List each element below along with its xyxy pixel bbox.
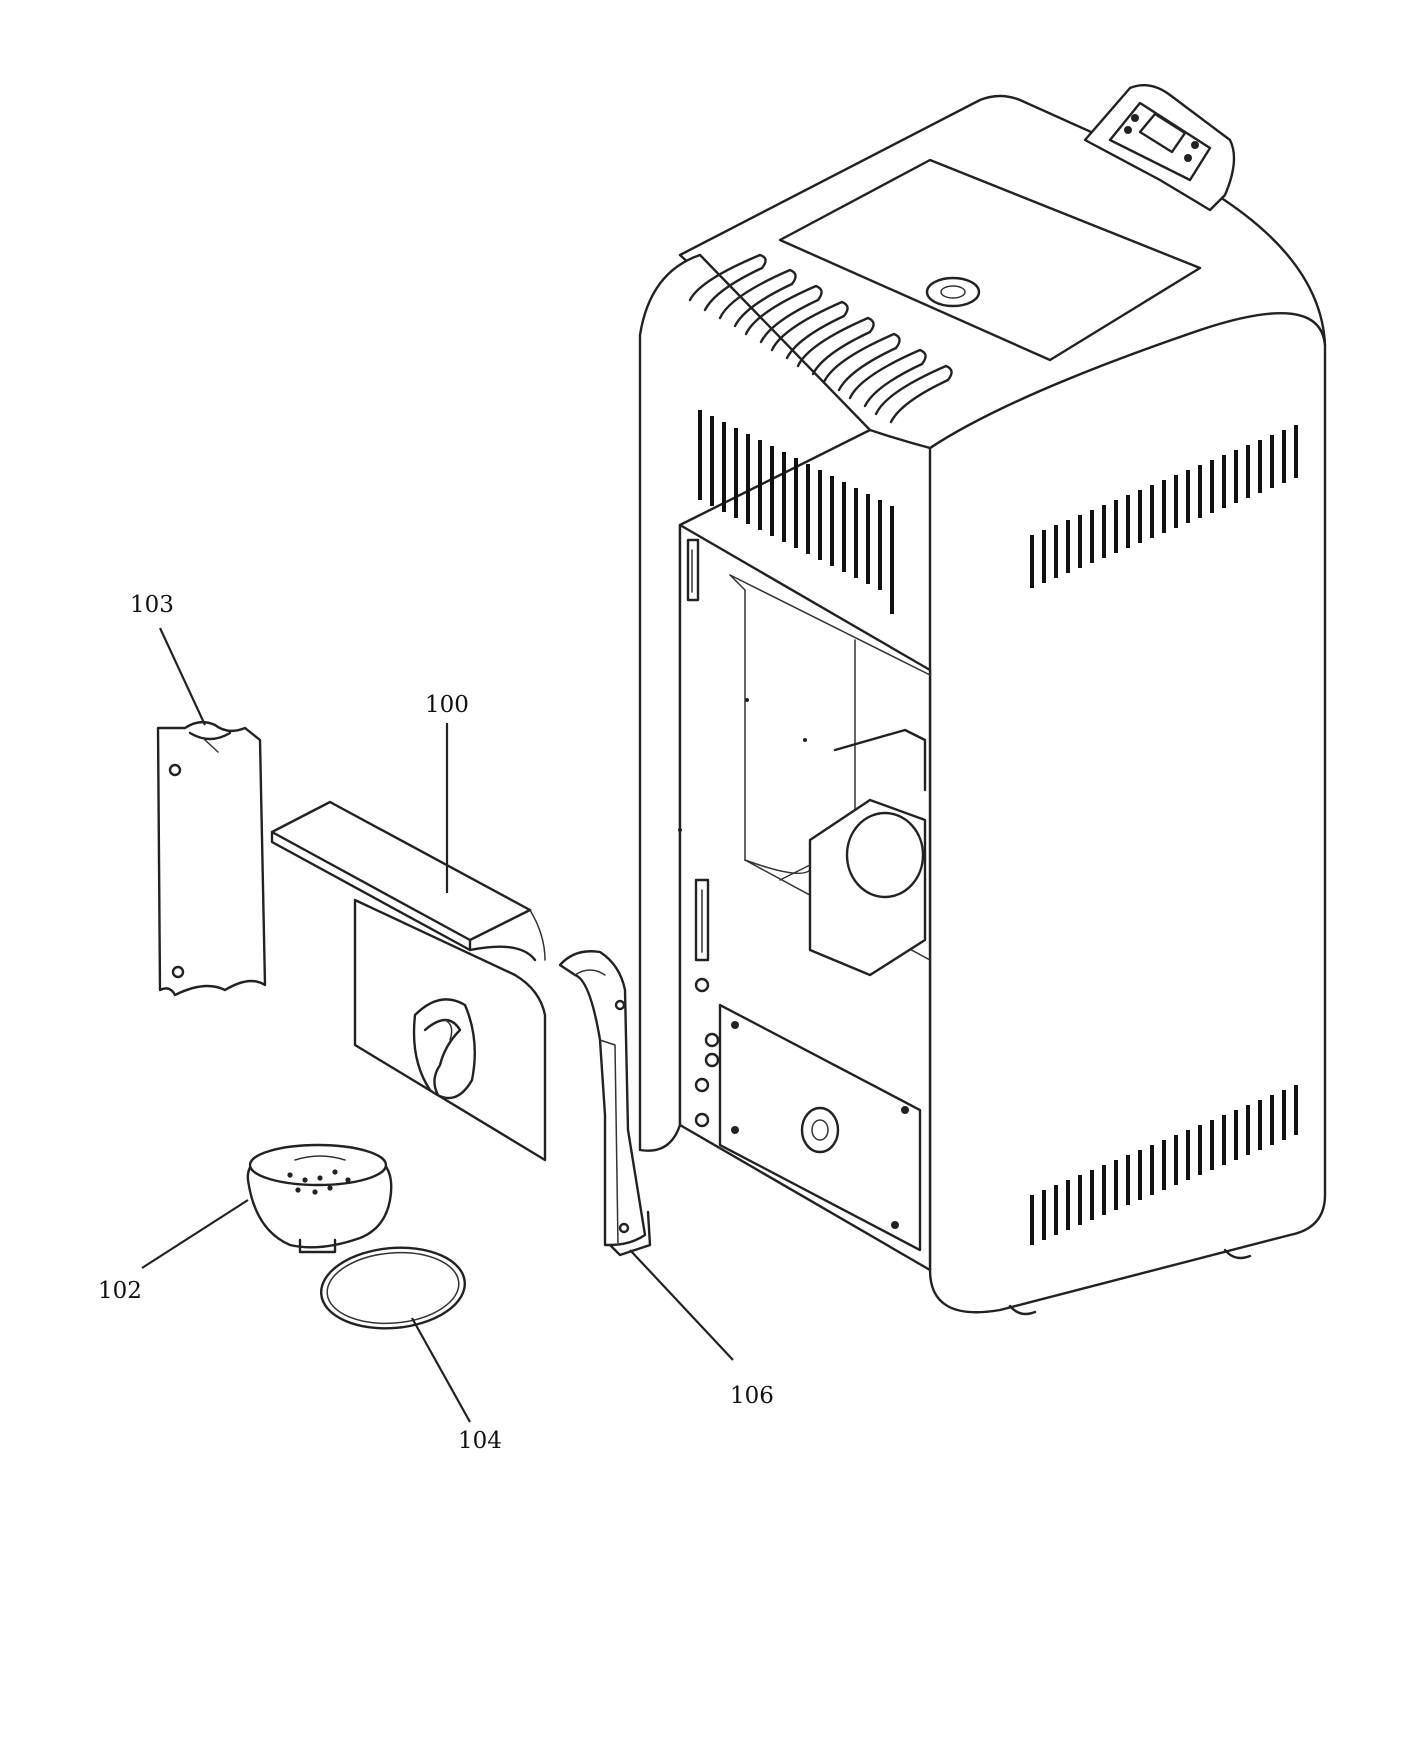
reference-numerals: 103 100 102 104 106 (98, 592, 774, 1454)
leader-104 (411, 1317, 471, 1423)
part-102-burner-cap (246, 1143, 393, 1254)
leader-103 (159, 627, 206, 726)
leader-lines (141, 627, 734, 1423)
front-top-louvres (688, 253, 953, 424)
leader-102 (141, 1199, 249, 1269)
control-button-left-1 (1131, 114, 1139, 122)
door-hinges (686, 538, 710, 1128)
stove-body (638, 84, 1327, 1316)
part-103-back-plate (156, 720, 267, 997)
label-102: 102 (98, 1278, 142, 1304)
stove-front-left-pillar (638, 253, 872, 1152)
burn-pot-opening (845, 811, 925, 899)
label-106: 106 (730, 1383, 774, 1409)
leader-106 (629, 1249, 734, 1361)
control-button-right-1 (1191, 141, 1199, 149)
control-button-right-2 (1184, 154, 1192, 162)
firebox-interior (678, 574, 931, 977)
stove-foot-left (1008, 1304, 1037, 1316)
label-104: 104 (458, 1428, 502, 1454)
part-100-deflector (270, 800, 547, 1162)
top-hatch-cover (778, 158, 1202, 362)
ash-access-plate (704, 1003, 922, 1252)
side-lower-vent-slots (1030, 1085, 1298, 1245)
top-hatch-knob (925, 276, 981, 308)
control-display-screen (1138, 112, 1187, 154)
stove-foot-right (1223, 1248, 1252, 1260)
part-104-gasket-ring (319, 1246, 467, 1330)
top-hatch-knob-inner (940, 285, 966, 299)
side-upper-vent-slots (1030, 425, 1298, 588)
deflector-flue-hole (412, 998, 476, 1100)
control-button-left-2 (1124, 126, 1132, 134)
front-vent-slots (698, 410, 894, 614)
label-100: 100 (425, 692, 469, 718)
label-103: 103 (130, 592, 174, 618)
part-106-side-bracket (558, 950, 652, 1257)
